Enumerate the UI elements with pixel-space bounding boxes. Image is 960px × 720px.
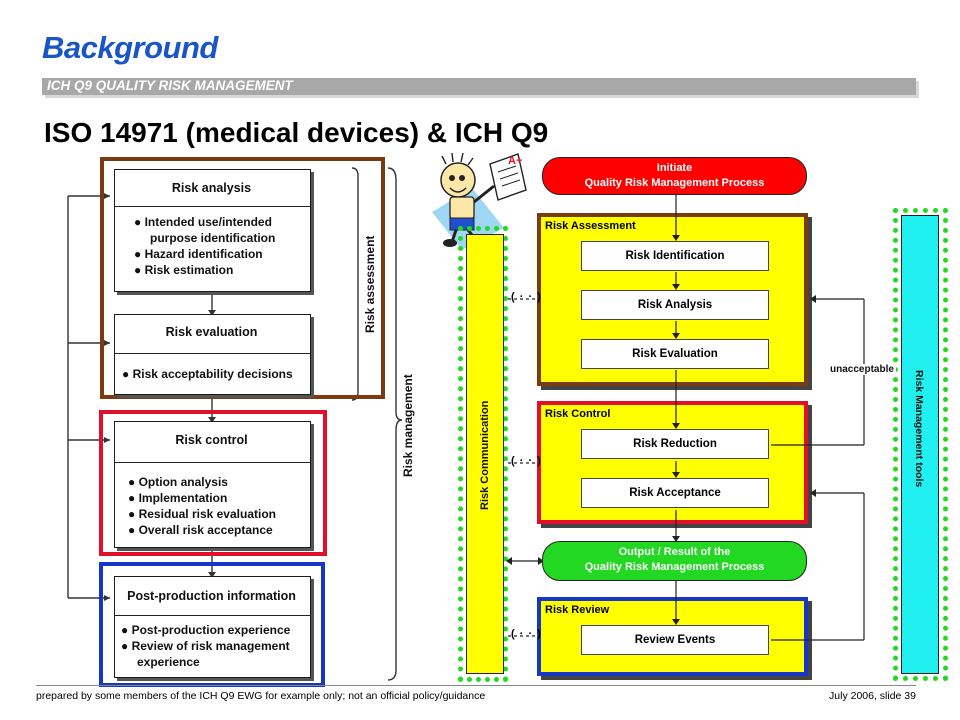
banner-label: ICH Q9 QUALITY RISK MANAGEMENT [47, 78, 293, 93]
bullet-icon: ● [128, 475, 139, 489]
unacceptable-label: unacceptable [828, 364, 896, 375]
risk-tools-bar [901, 215, 939, 674]
bullet-icon: ● [122, 367, 133, 381]
risk-evaluation-header: Risk evaluation [165, 325, 258, 339]
risk-assessment-title: Risk Assessment [545, 220, 636, 232]
risk-analysis-header: Risk analysis [171, 181, 252, 195]
output-line1: Output / Result of the [618, 546, 731, 558]
list-item: Hazard identification [144, 247, 263, 261]
risk-communication-dotted-border [458, 226, 508, 682]
footer-left: prepared by some members of the ICH Q9 E… [36, 690, 486, 702]
step-risk-identification: Risk Identification [581, 241, 769, 271]
risk-evaluation-list: ● Risk acceptability decisions [122, 366, 293, 382]
list-item: purpose identification [150, 231, 276, 245]
list-item: Residual risk evaluation [138, 507, 276, 521]
bullet-icon: ● [134, 247, 145, 261]
dotted-link: ( · · ) [511, 628, 542, 640]
list-item: Risk acceptability decisions [132, 367, 293, 381]
risk-control-box [114, 421, 311, 548]
risk-assessment-frame [100, 157, 385, 399]
risk-control-list: ● Option analysis ● Implementation ● Res… [128, 474, 276, 538]
risk-analysis-list: ● Intended use/intended purpose identifi… [134, 214, 275, 278]
step-risk-acceptance: Risk Acceptance [581, 478, 769, 508]
risk-control-title: Risk Control [545, 408, 611, 420]
risk-tools-dotted-border [893, 208, 948, 681]
initiate-process-pill: Initiate Quality Risk Management Process [542, 157, 807, 195]
risk-control-frame [99, 410, 327, 556]
section-banner: ICH Q9 QUALITY RISK MANAGEMENT [42, 78, 916, 95]
bullet-icon: ● [128, 491, 139, 505]
post-production-list: ● Post-production experience ● Review of… [121, 622, 290, 670]
slide-heading: ISO 14971 (medical devices) & ICH Q9 [44, 117, 549, 148]
bullet-icon: ● [128, 507, 139, 521]
bullet-icon: ● [134, 263, 145, 277]
list-item: Post-production experience [131, 623, 291, 637]
risk-review-title: Risk Review [545, 604, 610, 616]
initiate-line2: Quality Risk Management Process [584, 177, 765, 189]
risk-analysis-box [114, 169, 311, 292]
list-item: Risk estimation [144, 263, 234, 277]
list-item: Overall risk acceptance [138, 523, 273, 537]
step-risk-reduction: Risk Reduction [581, 429, 769, 459]
step-risk-analysis: Risk Analysis [581, 290, 769, 320]
footer-divider [36, 685, 916, 686]
list-item: Implementation [138, 491, 228, 505]
step-risk-evaluation: Risk Evaluation [581, 339, 769, 369]
list-item: Option analysis [138, 475, 228, 489]
grade-sticker: A+ [508, 155, 522, 167]
list-item: experience [137, 655, 200, 669]
step-review-events: Review Events [581, 625, 769, 655]
initiate-line1: Initiate [656, 162, 693, 174]
bullet-icon: ● [128, 523, 139, 537]
output-process-pill: Output / Result of the Quality Risk Mana… [542, 541, 807, 581]
post-production-header: Post-production information [127, 589, 296, 603]
post-production-box [114, 576, 311, 678]
bullet-icon: ● [134, 215, 145, 229]
cartoon-student-icon: A+ [432, 152, 527, 250]
risk-communication-bar [466, 234, 504, 674]
list-item: Review of risk management [131, 639, 290, 653]
dotted-link: ( · · ) [511, 455, 542, 467]
bullet-icon: ● [121, 623, 132, 637]
footer-right: July 2006, slide 39 [829, 690, 916, 702]
risk-evaluation-box [114, 314, 311, 395]
page-title: Background [42, 30, 218, 65]
bullet-icon: ● [121, 639, 132, 653]
output-line2: Quality Risk Management Process [584, 561, 765, 573]
dotted-link: ( · · ) [511, 291, 542, 303]
risk-control-header: Risk control [175, 433, 248, 447]
list-item: Intended use/intended [144, 215, 272, 229]
